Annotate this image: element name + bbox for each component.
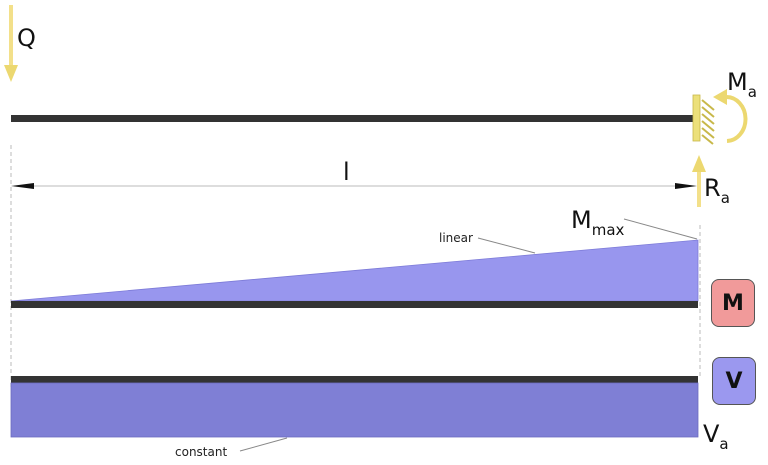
shear-legend-badge: V (712, 357, 756, 405)
moment-reaction-symbol: M (727, 68, 748, 96)
moment-baseline-beam (11, 301, 698, 308)
length-dimension (11, 183, 697, 189)
fixed-support-icon (692, 94, 715, 145)
max-moment-label: Mmax (571, 206, 624, 238)
load-arrow-icon (4, 5, 18, 82)
length-label: l (343, 158, 350, 186)
linear-annotation: linear (439, 231, 473, 245)
moment-reaction-subscript: a (747, 83, 757, 101)
force-reaction-symbol: R (704, 174, 721, 202)
constant-leader-line (239, 437, 288, 452)
reaction-force-arrow-icon (692, 155, 706, 207)
shear-baseline-beam (11, 376, 698, 383)
linear-leader-line (477, 237, 536, 254)
shear-diagram-fill (10, 382, 699, 438)
moment-diagram-fill (10, 239, 699, 302)
shear-reaction-label: Va (703, 420, 729, 452)
max-moment-symbol: M (571, 206, 592, 234)
beam (11, 115, 694, 122)
load-label: Q (17, 24, 36, 52)
mmax-leader-line (623, 218, 698, 240)
moment-reaction-label: Ma (727, 68, 757, 100)
shear-reaction-symbol: V (703, 420, 720, 448)
force-reaction-subscript: a (720, 189, 730, 207)
constant-annotation: constant (175, 445, 228, 459)
shear-reaction-subscript: a (719, 435, 729, 453)
moment-reaction-icon (713, 89, 748, 143)
force-reaction-label: Ra (704, 174, 730, 206)
max-moment-subscript: max (591, 221, 625, 239)
moment-legend-badge: M (711, 279, 755, 327)
